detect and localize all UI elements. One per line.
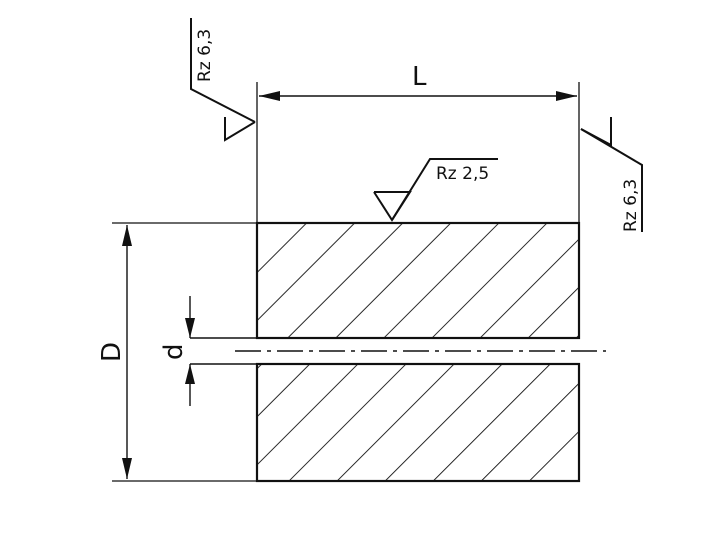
arrowhead-up xyxy=(185,364,195,384)
roughness-symbol-right: Rz 6,3 xyxy=(580,117,643,232)
length-dimension: L xyxy=(259,62,577,101)
roughness-value-top: Rz 2,5 xyxy=(436,164,489,184)
arrowhead-top xyxy=(122,225,132,246)
lower-hatched-section xyxy=(255,362,581,483)
upper-hatched-section xyxy=(255,221,581,340)
roughness-value-left: Rz 6,3 xyxy=(195,29,215,82)
roughness-symbol-left: Rz 6,3 xyxy=(190,18,256,142)
part-cross-section xyxy=(190,221,606,483)
length-label: L xyxy=(412,62,427,92)
outer-diameter-label: D xyxy=(97,342,127,362)
bore-diameter-label: d xyxy=(159,343,189,360)
arrowhead-down xyxy=(185,318,195,338)
roughness-value-right: Rz 6,3 xyxy=(621,179,641,232)
roughness-symbol-top: Rz 2,5 xyxy=(373,158,498,222)
outer-diameter-dimension: D xyxy=(97,225,132,479)
extension-lines xyxy=(112,82,580,482)
arrowhead-bottom xyxy=(122,458,132,479)
arrowhead-left xyxy=(259,91,280,101)
bore-diameter-dimension: d xyxy=(159,296,195,406)
arrowhead-right xyxy=(556,91,577,101)
